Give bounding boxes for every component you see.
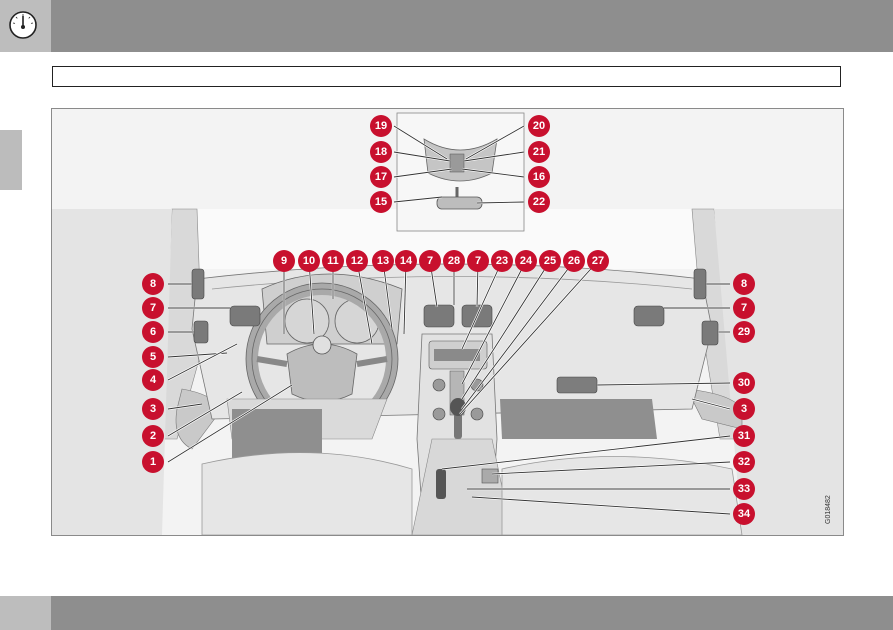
- callout-21: 21: [528, 141, 550, 163]
- callout-23: 23: [491, 250, 513, 272]
- callout-label: 17: [375, 171, 387, 183]
- callout-label: 7: [475, 255, 481, 267]
- callout-3: 3: [733, 398, 755, 420]
- callout-24: 24: [515, 250, 537, 272]
- callout-label: 27: [592, 255, 604, 267]
- callout-label: 5: [150, 351, 156, 363]
- callout-25: 25: [539, 250, 561, 272]
- callout-32: 32: [733, 451, 755, 473]
- callout-18: 18: [370, 141, 392, 163]
- callout-label: 25: [544, 255, 556, 267]
- callout-label: 8: [150, 278, 156, 290]
- callout-label: 32: [738, 456, 750, 468]
- callout-label: 6: [150, 326, 156, 338]
- callout-29: 29: [733, 321, 755, 343]
- footer-bar: [0, 596, 893, 630]
- callout-9: 9: [273, 250, 295, 272]
- gauge-icon: [9, 11, 37, 39]
- callout-10: 10: [298, 250, 320, 272]
- callout-label: 28: [448, 255, 460, 267]
- callout-5: 5: [142, 346, 164, 368]
- callout-4: 4: [142, 369, 164, 391]
- callout-label: 7: [741, 302, 747, 314]
- callout-label: 7: [150, 302, 156, 314]
- callout-label: 24: [520, 255, 533, 267]
- callout-label: 13: [377, 255, 389, 267]
- callout-13: 13: [372, 250, 394, 272]
- callout-label: 33: [738, 483, 750, 495]
- callout-label: 34: [738, 508, 751, 520]
- page-title-box: [52, 66, 841, 87]
- callout-6: 6: [142, 321, 164, 343]
- callout-14: 14: [395, 250, 417, 272]
- callout-16: 16: [528, 166, 550, 188]
- callout-label: 15: [375, 196, 387, 208]
- callout-label: 23: [496, 255, 508, 267]
- callout-label: 19: [375, 120, 387, 132]
- callout-17: 17: [370, 166, 392, 188]
- callout-8: 8: [733, 273, 755, 295]
- callout-label: 22: [533, 196, 545, 208]
- callout-27: 27: [587, 250, 609, 272]
- callout-label: 31: [738, 430, 750, 442]
- figure-code: G018482: [825, 495, 832, 524]
- callout-3: 3: [142, 398, 164, 420]
- callout-11: 11: [322, 250, 344, 272]
- callout-15: 15: [370, 191, 392, 213]
- callout-label: 20: [533, 120, 545, 132]
- callout-label: 9: [281, 255, 287, 267]
- callout-1: 1: [142, 451, 164, 473]
- callout-26: 26: [563, 250, 585, 272]
- callout-31: 31: [733, 425, 755, 447]
- callout-19: 19: [370, 115, 392, 137]
- callout-20: 20: [528, 115, 550, 137]
- callout-leaders: [167, 125, 731, 516]
- callout-7: 7: [419, 250, 441, 272]
- callout-label: 14: [400, 255, 413, 267]
- callout-8: 8: [142, 273, 164, 295]
- callout-label: 30: [738, 377, 750, 389]
- callout-7: 7: [733, 297, 755, 319]
- callout-label: 4: [150, 374, 157, 386]
- callout-label: 3: [741, 403, 747, 415]
- callout-label: 21: [533, 146, 545, 158]
- callout-label: 12: [351, 255, 363, 267]
- callout-12: 12: [346, 250, 368, 272]
- callout-22: 22: [528, 191, 550, 213]
- callout-label: 1: [150, 456, 156, 468]
- callout-label: 16: [533, 171, 545, 183]
- callout-label: 8: [741, 278, 747, 290]
- callout-2: 2: [142, 425, 164, 447]
- callout-33: 33: [733, 478, 755, 500]
- callout-34: 34: [733, 503, 755, 525]
- callout-label: 18: [375, 146, 387, 158]
- header-bar: [0, 0, 893, 52]
- callout-7: 7: [467, 250, 489, 272]
- callout-label: 3: [150, 403, 156, 415]
- callout-28: 28: [443, 250, 465, 272]
- callout-label: 2: [150, 430, 156, 442]
- section-tab[interactable]: [0, 130, 22, 190]
- callout-label: 7: [427, 255, 433, 267]
- footer-page-tab: [0, 596, 51, 630]
- callout-7: 7: [142, 297, 164, 319]
- callout-label: 26: [568, 255, 580, 267]
- callout-label: 11: [327, 255, 339, 267]
- header-icon-box: [0, 0, 51, 52]
- callout-label: 29: [738, 326, 750, 338]
- callout-label: 10: [303, 255, 315, 267]
- callout-30: 30: [733, 372, 755, 394]
